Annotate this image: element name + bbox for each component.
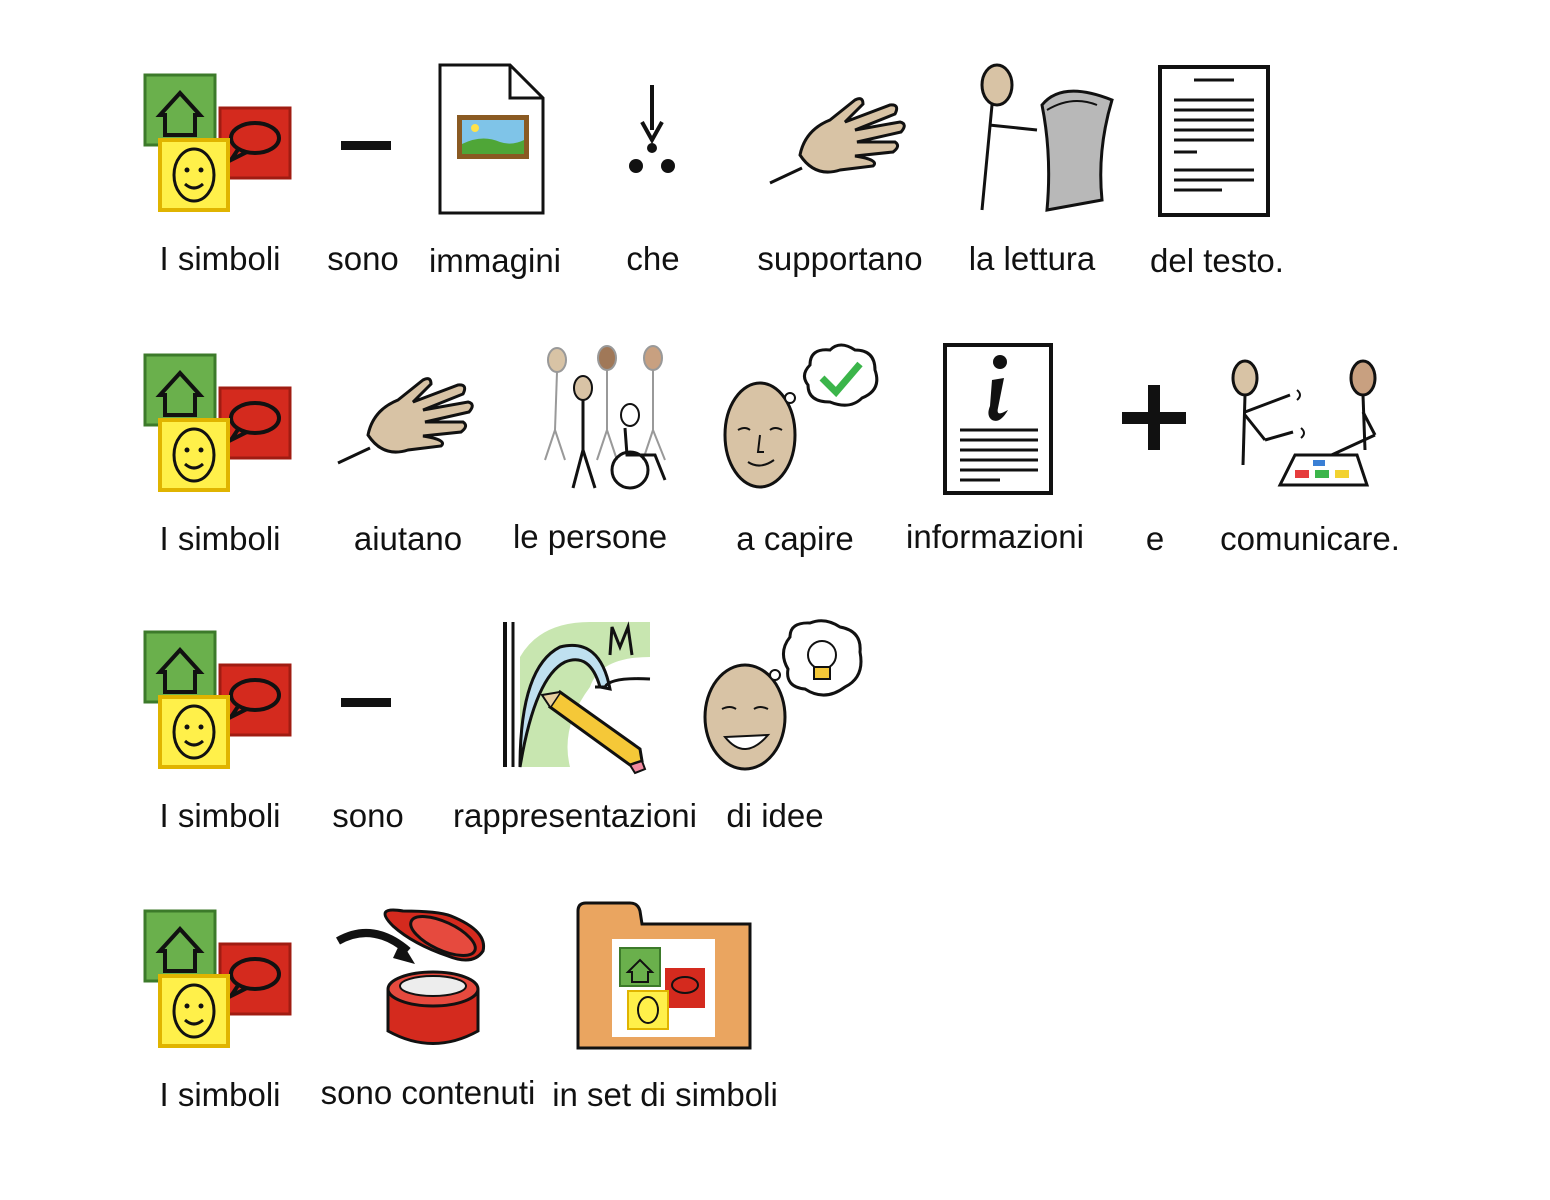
- picture-document-icon: [438, 63, 545, 215]
- symbol-simboli: I simboli: [125, 617, 315, 897]
- symbol-sono: sono: [268, 60, 458, 340]
- symbols-icon: [143, 909, 292, 1048]
- symbol-simboli: I simboli: [125, 896, 315, 1176]
- symbol-folder-icon: [576, 901, 752, 1050]
- word-label: di idee: [726, 797, 824, 834]
- container-icon: [336, 908, 486, 1045]
- word-label: sono contenuti: [320, 1074, 536, 1111]
- symbol-informazioni: informazioni: [900, 340, 1090, 620]
- word-label: in set di simboli: [552, 1076, 778, 1113]
- word-label: sono: [327, 240, 399, 277]
- symbol-supportano: supportano: [745, 60, 935, 340]
- word-label: comunicare.: [1220, 520, 1400, 557]
- word-label: supportano: [757, 240, 923, 277]
- symbol-le-persone: le persone: [495, 340, 685, 620]
- symbol-e: e: [1060, 340, 1250, 620]
- hand-icon: [769, 97, 906, 185]
- symbol-sono-contenuti: sono contenuti: [321, 896, 535, 1176]
- symbol-comunicare: comunicare.: [1215, 340, 1405, 620]
- symbol-aiutano: aiutano: [313, 340, 503, 620]
- hand-icon: [337, 377, 474, 465]
- symbol-del-testo: del testo.: [1122, 60, 1312, 340]
- word-label: che: [626, 240, 680, 277]
- word-label: del testo.: [1150, 242, 1284, 279]
- thinking-idea-icon: [703, 619, 863, 771]
- word-label: rappresentazioni: [453, 797, 697, 834]
- word-label: I simboli: [159, 797, 281, 834]
- drawing-pencil-icon: [503, 621, 651, 775]
- word-label: la lettura: [968, 240, 1096, 277]
- symbol-simboli: I simboli: [125, 60, 315, 340]
- symbol-simboli: I simboli: [125, 340, 315, 620]
- therefore-arrow-icon: [629, 85, 675, 173]
- word-label: a capire: [736, 520, 854, 557]
- word-label: sono: [332, 797, 404, 834]
- symbol-a-capire: a capire: [700, 340, 890, 620]
- thinking-check-icon: [723, 343, 879, 489]
- sentence-row-3: I simboli sono rappresentazioni: [0, 617, 1550, 897]
- symbol-di-idee: di idee: [680, 617, 870, 897]
- symbol-che: che: [558, 60, 748, 340]
- dash-icon: [341, 141, 391, 150]
- sentence-row-1: I simboli sono immagini che supporta: [0, 60, 1550, 340]
- symbols-icon: [143, 630, 292, 769]
- word-label: aiutano: [353, 520, 463, 557]
- people-icon: [544, 345, 667, 490]
- information-document-icon: [943, 343, 1053, 495]
- text-document-icon: [1158, 65, 1270, 217]
- symbol-la-lettura: la lettura: [937, 60, 1127, 340]
- symbol-sono: sono: [273, 617, 463, 897]
- symbol-in-set-di-simboli: in set di simboli: [552, 896, 778, 1176]
- communication-board-icon: [1231, 359, 1377, 487]
- word-label: informazioni: [906, 518, 1084, 555]
- word-label: I simboli: [159, 240, 281, 277]
- sentence-row-2: I simboli aiutano le persone: [0, 340, 1550, 620]
- word-label: e: [1145, 520, 1165, 557]
- plus-icon: [1122, 385, 1186, 450]
- word-label: le persone: [512, 518, 668, 555]
- symbols-icon: [143, 73, 292, 212]
- word-label: I simboli: [159, 520, 281, 557]
- symbols-icon: [143, 353, 292, 492]
- symbol-immagini: immagini: [400, 60, 590, 340]
- word-label: immagini: [428, 242, 562, 279]
- sentence-row-4: I simboli sono contenuti in set di simbo…: [0, 896, 1550, 1176]
- person-reading-icon: [980, 63, 1114, 212]
- dash-icon: [341, 698, 391, 707]
- word-label: I simboli: [159, 1076, 281, 1113]
- symbol-rappresentazioni: rappresentazioni: [453, 617, 697, 897]
